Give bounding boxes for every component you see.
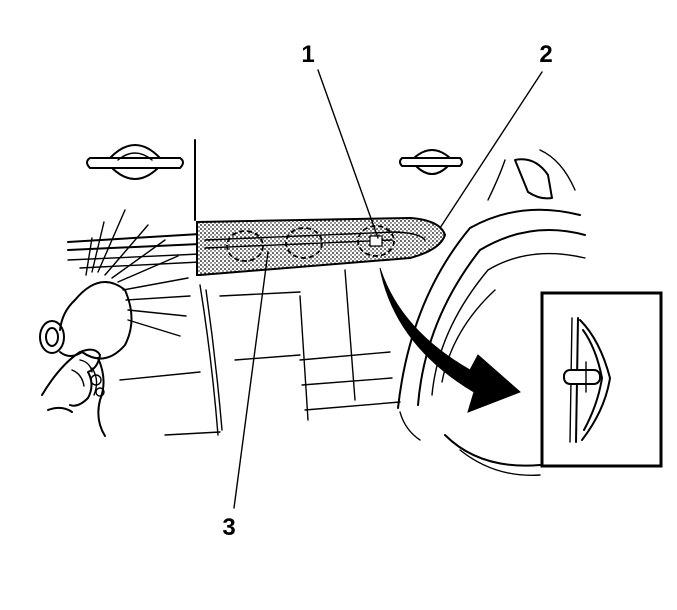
heat-rays (85, 209, 191, 337)
front-door-handle (86, 144, 184, 180)
clip-detail-inset (540, 291, 663, 468)
quarter-window (487, 149, 576, 201)
rear-door-handle (399, 149, 463, 175)
molding-retaining-clips (226, 225, 395, 262)
curved-arrow (379, 267, 521, 413)
clip-3 (357, 225, 395, 257)
door-seam (194, 139, 223, 436)
callout-2: 2 (539, 41, 552, 68)
clip-2 (285, 227, 323, 259)
heat-gun (39, 281, 133, 360)
callout-3: 3 (222, 514, 235, 541)
leader-lines (233, 69, 543, 509)
heat-gun-cord (90, 357, 106, 437)
callout-1: 1 (301, 41, 314, 68)
hand-icon (41, 348, 101, 413)
clip-1 (226, 230, 264, 262)
